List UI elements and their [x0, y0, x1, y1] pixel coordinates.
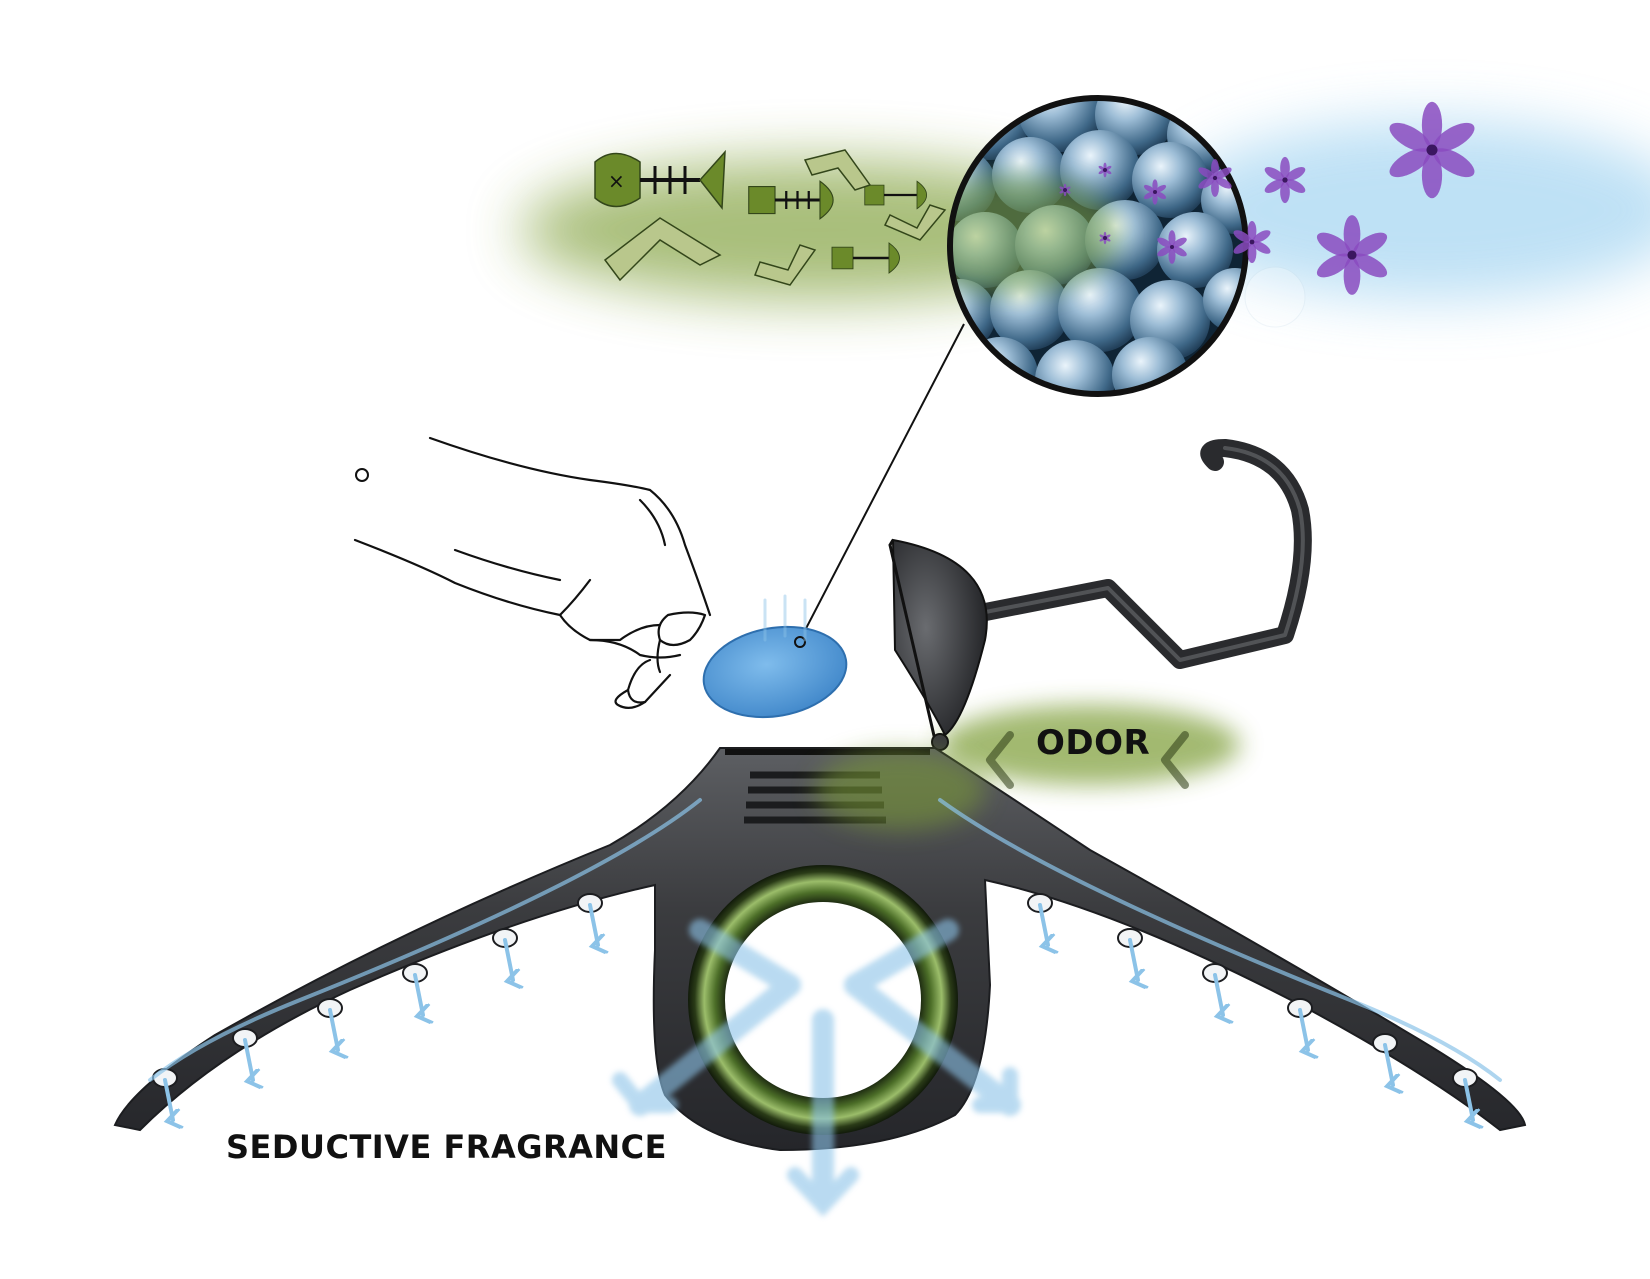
fragrance-hole-row: [152, 893, 1477, 1120]
fragrance-hole: [1117, 928, 1142, 980]
flower-fragrance-icon: [1198, 159, 1232, 197]
ring-airflow-arrows: [612, 919, 1021, 1217]
odor-label: ODOR: [1036, 723, 1151, 763]
sphere: [1157, 212, 1233, 288]
fragrance-hole: [1027, 893, 1052, 945]
odor-angle-particle: [803, 149, 872, 191]
odor-particles: ×: [594, 149, 947, 286]
fish-bone-odor-icon: [748, 180, 834, 220]
odor-angle-particle: [754, 244, 817, 286]
fragrance-airflow: [148, 594, 1502, 1217]
flower-fragrance-icon: [1143, 179, 1167, 205]
hand-holding-tablet-icon: [353, 436, 712, 709]
fragrance-hole: [1372, 1033, 1397, 1085]
odor-angle-particle: [603, 217, 722, 282]
odor-haze-near-neck: [815, 750, 985, 830]
fragrance-cloud-top: [1170, 120, 1650, 300]
fish-bone-odor-icon: [831, 242, 900, 274]
fragrance-hole: [577, 893, 602, 945]
fragrance-hole: [1287, 998, 1312, 1050]
fragrance-tablet-icon: [702, 625, 848, 719]
fragrance-label: SEDUCTIVE FRAGRANCE: [226, 1128, 667, 1166]
sphere: [1112, 337, 1188, 394]
fragrance-hole: [1202, 963, 1227, 1015]
tablet-glow-lines: [763, 594, 807, 642]
flower-fragrance-icon: [1099, 231, 1111, 245]
hanger-hook-icon: [888, 439, 1312, 751]
fragrance-hole: [232, 1028, 257, 1080]
sphere: [1132, 142, 1208, 218]
fragrance-hole: [492, 928, 517, 980]
svg-text:×: ×: [608, 169, 625, 193]
flower-fragrance-icon: [1389, 101, 1475, 199]
loose-bubble: [355, 468, 369, 482]
fish-bone-odor-icon: ×: [594, 149, 726, 211]
fragrance-hole: [317, 998, 342, 1050]
hanger-body: [113, 747, 1527, 1152]
flower-fragrance-icon: [1264, 156, 1306, 204]
flower-fragrance-icon: [1157, 230, 1187, 264]
callout-line: [799, 323, 965, 641]
fragrance-hole: [1452, 1068, 1477, 1120]
flower-fragrance-icon: [1098, 162, 1112, 178]
fish-bone-odor-icon: [864, 180, 928, 210]
flower-fragrance-particles: [1059, 101, 1475, 295]
flower-fragrance-icon: [1316, 215, 1388, 295]
flower-fragrance-icon: [1059, 183, 1071, 197]
sphere: [1018, 98, 1102, 152]
odor-angle-particle: [883, 204, 947, 241]
odor-direction-chevrons: [986, 731, 1189, 789]
faint-bubble: [1244, 266, 1306, 328]
hanger-ring-hole: [725, 902, 921, 1098]
flower-fragrance-icon: [1233, 221, 1271, 263]
fragrance-hole: [402, 963, 427, 1015]
sphere: [1035, 340, 1115, 394]
sphere: [1058, 268, 1142, 352]
